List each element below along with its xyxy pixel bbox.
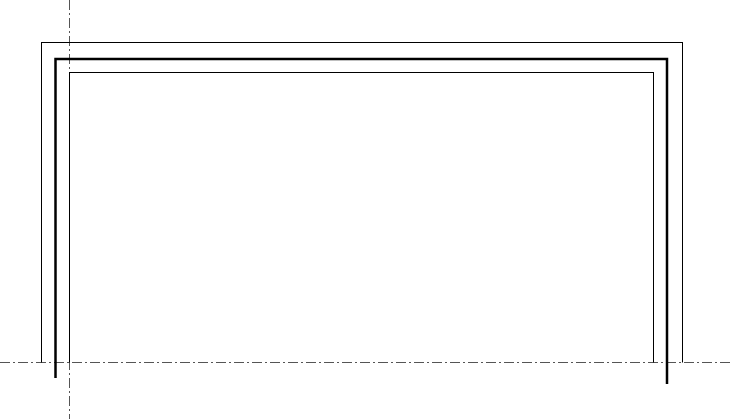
frame-outer-outline bbox=[41, 42, 683, 363]
frame-inner-outline bbox=[69, 72, 654, 363]
frame-member-centerline bbox=[54, 57, 669, 384]
